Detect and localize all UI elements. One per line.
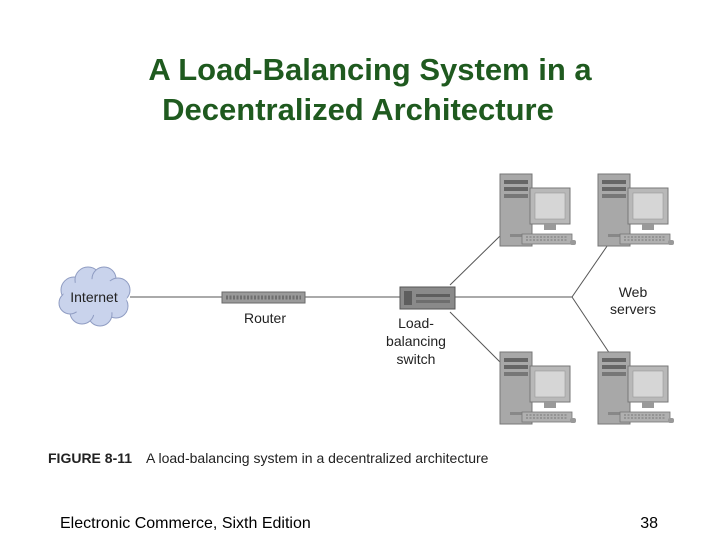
- switch-label: Load- balancing switch: [386, 315, 446, 367]
- figure-caption: FIGURE 8-11 A load-balancing system in a …: [48, 450, 488, 466]
- web-servers-label-line-1: Web: [619, 284, 648, 300]
- link-switch-server-1: [449, 235, 501, 286]
- server-bottom-right: [597, 351, 675, 425]
- page-number: 38: [640, 515, 658, 532]
- web-servers-label: Web servers: [610, 284, 656, 317]
- link-switch-server-4: [571, 296, 611, 355]
- switch-icon: [399, 286, 456, 310]
- slide-title: A Load-Balancing System in a Decentraliz…: [60, 50, 680, 130]
- server-top-left: [499, 173, 577, 247]
- connections: [130, 235, 615, 363]
- server-icon: [499, 173, 675, 425]
- router-icon: [221, 291, 306, 304]
- web-servers-label-line-2: servers: [610, 301, 656, 317]
- footer-book-title: Electronic Commerce, Sixth Edition: [60, 515, 311, 532]
- switch-label-line-2: balancing: [386, 333, 446, 349]
- server-bottom-left: [499, 351, 577, 425]
- switch-label-line-3: switch: [397, 351, 436, 367]
- title-line-2: Decentralized Architecture: [162, 92, 554, 127]
- switch-label-line-1: Load-: [398, 315, 434, 331]
- internet-label: Internet: [70, 289, 118, 305]
- title-line-1: A Load-Balancing System in a: [148, 52, 592, 87]
- router-label: Router: [244, 310, 286, 326]
- link-switch-server-3: [449, 311, 501, 363]
- cloud-icon: Internet: [58, 266, 131, 327]
- figure-number: FIGURE 8-11: [48, 450, 133, 466]
- server-top-right: [597, 173, 675, 247]
- figure-caption-text: A load-balancing system in a decentraliz…: [146, 450, 489, 466]
